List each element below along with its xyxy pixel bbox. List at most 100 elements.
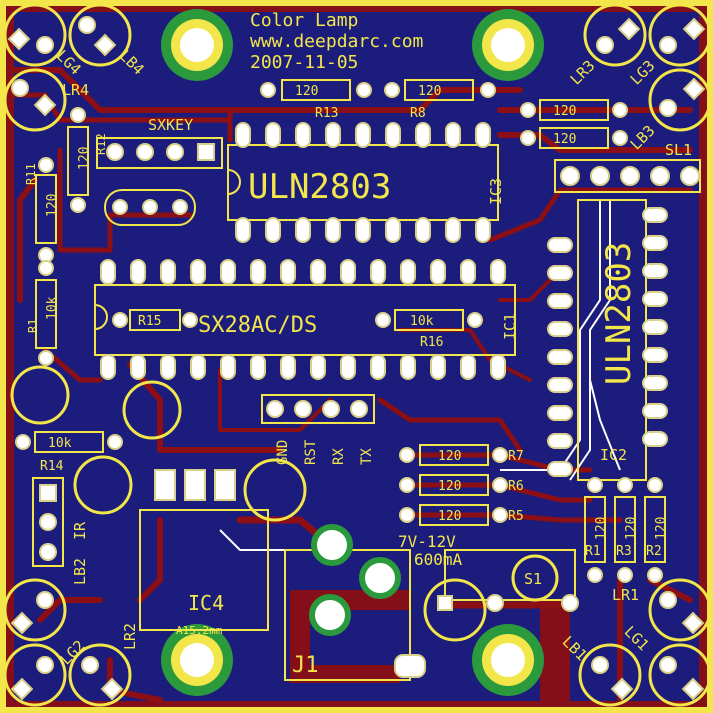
ic-pin-pad [475,217,491,243]
label-tx: TX [359,448,375,465]
board-url: www.deepdarc.com [250,31,423,52]
label-ic1: IC1 [501,313,519,340]
label-r2: R2 [646,544,662,559]
ic-pin-pad [325,217,341,243]
ic-pin-pad [220,259,236,285]
ic-pin-pad [385,122,401,148]
ic-pin-pad [547,405,573,421]
label-rst: RST [303,439,319,465]
j1-jack [284,524,426,681]
ic-pin-pad [325,122,341,148]
ic-pin-pad [265,122,281,148]
ic-pin-pad [250,259,266,285]
ic-pin-pad [250,354,266,380]
prog-header [261,394,375,424]
ic-pin-pad [547,433,573,449]
ic-pin-pad [400,259,416,285]
s1-switch [437,549,579,612]
label-r5: R5 [508,509,524,524]
corner-led-outlines [3,3,712,707]
ic-pin-pad [355,122,371,148]
ic-pin-pad [310,259,326,285]
label-reg-note: A15,2mm [176,624,223,637]
label-r11: R11 [24,163,38,185]
value-r11: 120 [45,194,60,217]
label-rx: RX [331,448,347,465]
ic-pin-pad [400,354,416,380]
ic-pin-pad [280,259,296,285]
ic-pin-pad [160,354,176,380]
label-gnd: GND [275,440,291,465]
label-r6: R6 [508,479,524,494]
label-current: 600mA [414,550,463,569]
label-ir: IR [71,521,89,540]
mount-hole-tr [472,9,544,81]
ic-pin-pad [130,259,146,285]
ic-pin-pad [642,291,668,307]
ic-pin-pad [130,354,146,380]
ic-pin-pad [370,354,386,380]
ic-pin-pad [547,377,573,393]
label-sxkey: SXKEY [148,116,193,134]
ic-pin-pad [642,207,668,223]
ic-pin-pad [445,122,461,148]
label-ic2: IC2 [600,446,627,464]
led-pads [7,16,706,701]
ic-pin-pad [160,259,176,285]
ic-pin-pad [642,319,668,335]
ic-pin-pad [385,217,401,243]
ic-pin-pad [340,259,356,285]
label-lb2: LB2 [71,558,89,585]
sxkey-header [96,137,223,169]
resistor-pads [15,82,663,583]
ic4-regulator [139,469,269,631]
label-r12: R12 [94,133,108,155]
ic-pin-pad [265,217,281,243]
mount-hole-br [472,624,544,696]
value-r2: 120 [654,517,669,540]
label-uln-top: ULN2803 [248,167,391,207]
ic3-uln2803 [227,122,499,243]
value-r13: 120 [295,84,318,99]
label-r13: R13 [315,106,338,121]
ic-pin-pad [642,347,668,363]
ic-pin-pad [220,354,236,380]
ic-pin-pad [340,354,356,380]
mounting-holes [161,9,544,696]
ic-pin-pad [310,354,326,380]
ic-pin-pad [430,259,446,285]
ic-pin-pad [235,217,251,243]
label-lr2: LR2 [121,623,139,650]
value-r6: 120 [438,479,461,494]
value-r16: 10k [410,314,434,329]
label-r1b: R1 [585,544,601,559]
resistor-outlines [34,79,666,563]
ic-pin-pad [295,217,311,243]
value-r1b: 120 [594,517,609,540]
ic-pin-pad [295,122,311,148]
label-ic4: IC4 [188,591,224,615]
ic2-uln2803 [547,199,668,481]
ic-pin-pad [547,265,573,281]
value-r14: 10k [48,436,72,451]
ic-pin-pad [355,217,371,243]
label-r14: R14 [40,459,64,474]
ic-pin-pad [190,354,206,380]
label-sl1: SL1 [665,141,692,159]
ic-pin-pad [490,354,506,380]
value-r7: 120 [438,449,461,464]
label-r1: R1 [26,319,40,333]
ic1-sx28 [94,259,516,380]
mount-hole-bl [161,624,233,696]
ic-pin-pad [430,354,446,380]
ic-pin-pad [547,461,573,477]
label-r8: R8 [410,106,426,121]
label-s1: S1 [524,570,542,588]
label-r3: R3 [616,544,632,559]
label-uln-right: ULN2803 [599,242,639,385]
label-r15: R15 [138,314,161,329]
ic-pin-pad [445,217,461,243]
mount-hole-tl [161,9,233,81]
value-lr3a: 120 [553,104,576,119]
